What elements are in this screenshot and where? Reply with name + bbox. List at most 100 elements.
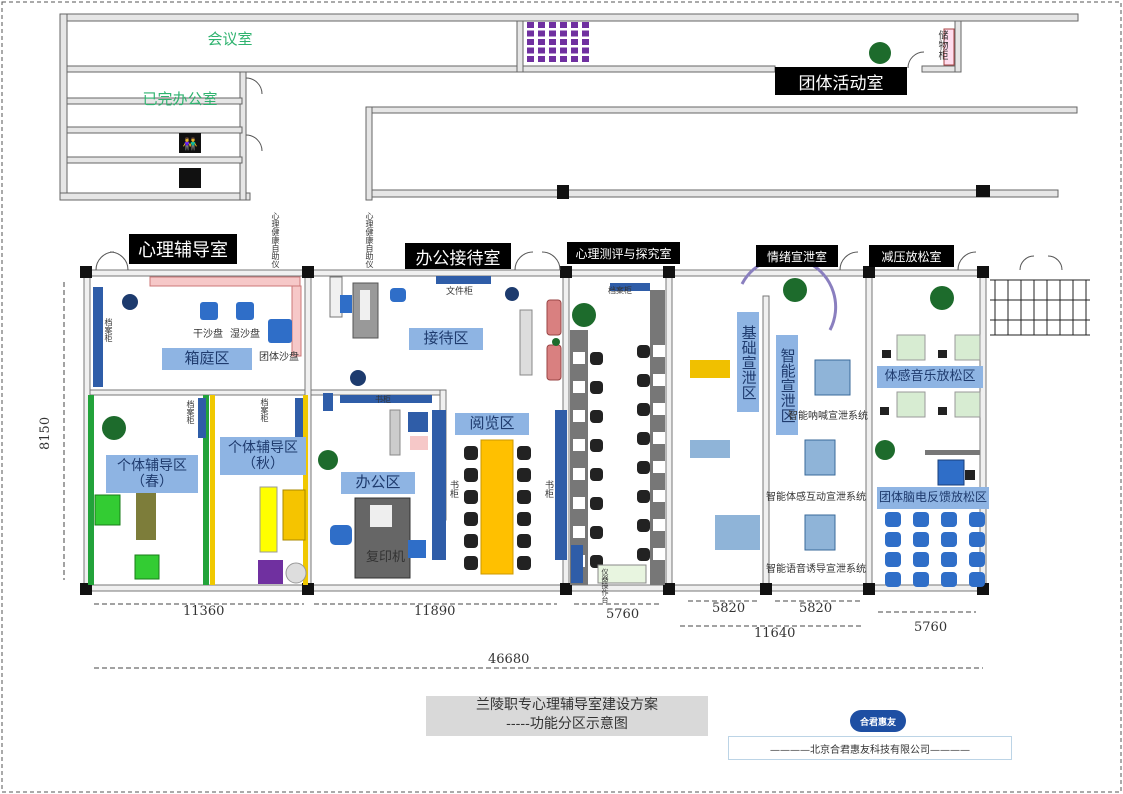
column — [557, 185, 569, 199]
column — [976, 185, 990, 197]
footer-title: 兰陵职专心理辅导室建设方案 -----功能分区示意图 — [426, 696, 708, 736]
dimension-label: 5760 — [606, 607, 640, 622]
console — [597, 564, 647, 584]
chair — [571, 39, 578, 45]
chair — [560, 47, 567, 54]
seat — [941, 572, 957, 587]
file-cabinet-label: 文件柜 — [446, 287, 474, 297]
bookcase-label: 书柜 — [448, 480, 458, 498]
chair — [590, 526, 603, 539]
eeg-seats — [885, 512, 985, 587]
venting-figures — [715, 515, 760, 550]
self-help-label: 心理健康自助仪 — [365, 212, 374, 268]
chair — [560, 56, 567, 62]
shelf — [149, 276, 301, 287]
eeg-device — [937, 459, 965, 486]
workstation-row — [570, 330, 588, 585]
sand-tray — [200, 302, 218, 320]
door-swing — [245, 77, 263, 95]
music-chair — [954, 334, 981, 361]
sofa — [282, 489, 306, 541]
chair — [517, 490, 531, 504]
door-swings — [95, 251, 1063, 331]
armchair — [94, 494, 121, 526]
reading-chairs — [464, 446, 531, 570]
chair — [637, 432, 650, 445]
restroom-icon — [179, 168, 201, 188]
chair — [538, 47, 545, 54]
title-line1: 兰陵职专心理辅导室建设方案 — [476, 697, 658, 713]
chair — [549, 39, 556, 45]
chair — [590, 352, 603, 365]
chair — [527, 22, 534, 28]
monitor — [653, 374, 665, 386]
plant-icon — [783, 278, 807, 302]
chair — [637, 403, 650, 416]
file-cabinet — [436, 276, 491, 284]
partition — [925, 450, 980, 455]
chair — [571, 30, 578, 37]
chair — [464, 468, 478, 482]
bookcase — [432, 410, 446, 560]
group-sand-tray — [268, 319, 292, 343]
monitor — [573, 410, 585, 422]
seat — [941, 512, 957, 527]
monitor — [653, 490, 665, 502]
seat — [410, 436, 428, 450]
chair — [464, 446, 478, 460]
chair — [560, 39, 567, 45]
emotion-room-label: 情绪宣泄室 — [756, 245, 838, 267]
chair — [582, 30, 589, 37]
counseling-room-label: 心理辅导室 — [129, 234, 237, 264]
storage-cabinet — [943, 28, 955, 66]
chair — [323, 393, 333, 411]
monitor — [653, 345, 665, 357]
total-dimension-label: 46680 — [488, 652, 530, 667]
title-line2: -----功能分区示意图 — [506, 716, 628, 732]
armchair — [134, 554, 160, 580]
chair — [538, 56, 545, 62]
plant-icon — [505, 287, 519, 301]
chair — [527, 30, 534, 37]
sand-tray — [236, 302, 254, 320]
monitor — [938, 407, 947, 415]
seat — [885, 512, 901, 527]
monitor — [882, 350, 891, 358]
plant-icon — [122, 294, 138, 310]
company-logo: 合君惠友 — [850, 710, 906, 732]
chair — [549, 56, 556, 62]
monitor — [653, 461, 665, 473]
columns — [80, 266, 989, 595]
chair — [538, 22, 545, 28]
zone-smart-vent: 智能宣泄区 — [776, 335, 798, 435]
chair — [571, 22, 578, 28]
restroom-icon — [179, 133, 201, 153]
chair — [637, 519, 650, 532]
chair — [549, 47, 556, 54]
zone-office: 办公区 — [341, 472, 415, 494]
chair — [590, 497, 603, 510]
monitor — [573, 526, 585, 538]
bookcase-label: 书柜 — [543, 480, 553, 498]
group-sand-label: 团体沙盘 — [259, 352, 299, 363]
plant-icon — [875, 440, 895, 460]
chair — [560, 22, 567, 28]
chair — [340, 295, 352, 313]
shelf — [291, 285, 302, 357]
shout-system-label: 智能呐喊宣泄系统 — [788, 411, 868, 422]
monitor — [653, 432, 665, 444]
zone-individual-spring: 个体辅导区（春） — [106, 455, 198, 493]
music-chair — [896, 334, 926, 361]
chair — [517, 512, 531, 526]
monitor — [653, 548, 665, 560]
shout-system — [814, 359, 851, 396]
chair — [538, 30, 545, 37]
wet-sand-label: 湿沙盘 — [230, 329, 260, 340]
dimension-label: 5820 — [712, 601, 746, 616]
table — [519, 309, 533, 376]
dimension-label: 11640 — [754, 626, 796, 641]
seat — [941, 532, 957, 547]
zone-music-relax: 体感音乐放松区 — [877, 366, 983, 388]
seat — [941, 552, 957, 567]
